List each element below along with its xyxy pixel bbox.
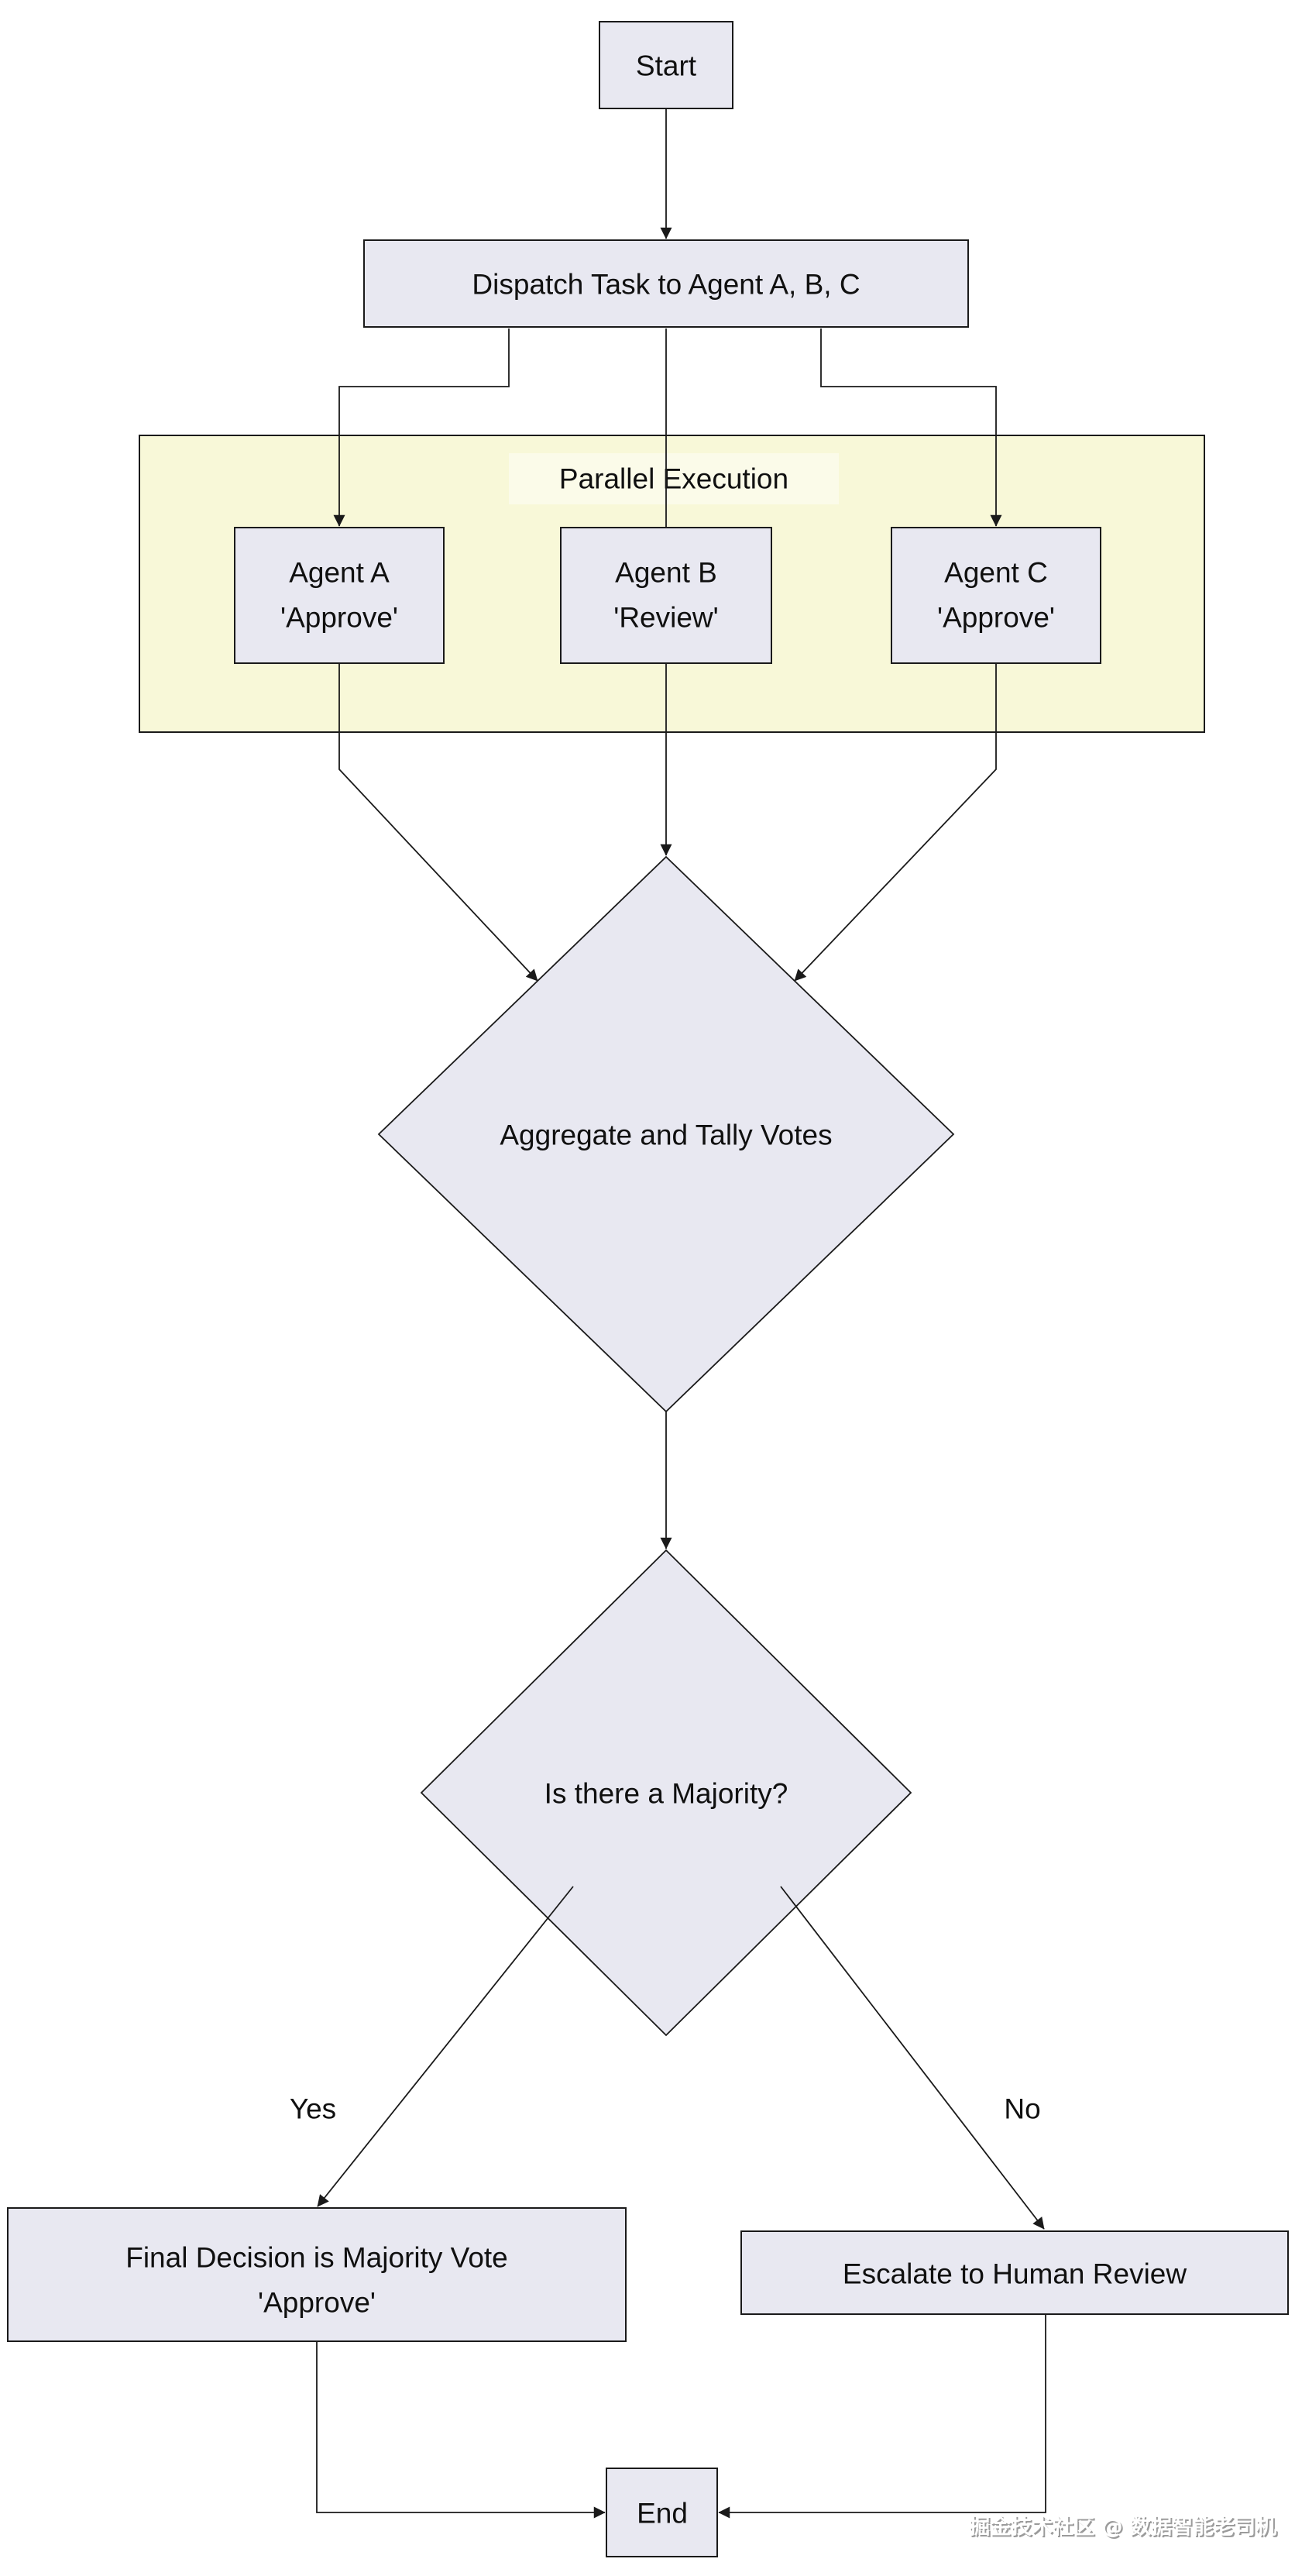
node-agent-b-label-line1: Agent B [615,557,717,589]
node-agent-a: Agent A 'Approve' [234,527,445,664]
node-majority-label: Is there a Majority? [544,1778,788,1810]
node-dispatch-label: Dispatch Task to Agent A, B, C [472,269,860,301]
node-dispatch-box [363,239,969,328]
node-end-label: End [637,2498,688,2530]
edge-dispatch-to-agent-b-c-right [820,328,1002,527]
group-parallel-label-band [509,453,839,504]
node-final-decision-box [7,2207,627,2342]
node-start-label: Start [636,50,697,82]
edge-final-to-end [316,2341,606,2519]
node-escalate-label: Escalate to Human Review [843,2258,1187,2290]
edge-agent-c-to-aggregate [794,663,997,982]
edge-label-no: No [1004,2093,1040,2125]
node-start-box [599,21,733,109]
node-end: End [606,2468,718,2557]
node-agent-a-box [234,527,445,664]
node-final-decision: Final Decision is Majority Vote 'Approve… [7,2207,627,2342]
node-final-decision-label-line1: Final Decision is Majority Vote [125,2242,508,2274]
node-agent-a-label-line1: Agent A [289,557,390,589]
node-agent-b-label-line2: 'Review' [613,602,718,634]
edge-majority-yes-to-final [317,1886,574,2207]
node-agent-b: Agent B 'Review' [560,527,772,664]
edge-dispatch-to-agent-a [333,328,510,527]
node-agent-c-label-line1: Agent C [944,557,1048,589]
node-final-decision-label-line2: 'Approve' [258,2287,376,2319]
node-majority-diamond [420,1549,912,2037]
edge-agent-a-to-aggregate [338,663,538,982]
watermark: 掘金技术社区 @ 数据智能老司机 [969,2515,1276,2540]
node-aggregate: Aggregate and Tally Votes [377,855,955,1413]
node-end-box [606,2468,718,2557]
node-aggregate-label: Aggregate and Tally Votes [500,1119,832,1151]
watermark-shadow: 掘金技术社区 @ 数据智能老司机 [970,2516,1278,2541]
node-agent-b-box [560,527,772,664]
node-start: Start [599,21,733,109]
node-agent-c: Agent C 'Approve' [891,527,1101,664]
node-majority: Is there a Majority? [420,1549,912,2037]
node-agent-c-label-line2: 'Approve' [937,602,1055,634]
edge-label-yes: Yes [290,2093,336,2125]
edge-escalate-to-end [718,2314,1046,2519]
node-agent-c-box [891,527,1101,664]
group-parallel-label: Parallel Execution [559,463,788,495]
node-dispatch: Dispatch Task to Agent A, B, C [363,239,969,328]
node-escalate: Escalate to Human Review [740,2230,1289,2315]
edge-majority-no-to-escalate [780,1886,1045,2230]
node-agent-a-label-line2: 'Approve' [280,602,398,634]
node-escalate-box [740,2230,1289,2315]
